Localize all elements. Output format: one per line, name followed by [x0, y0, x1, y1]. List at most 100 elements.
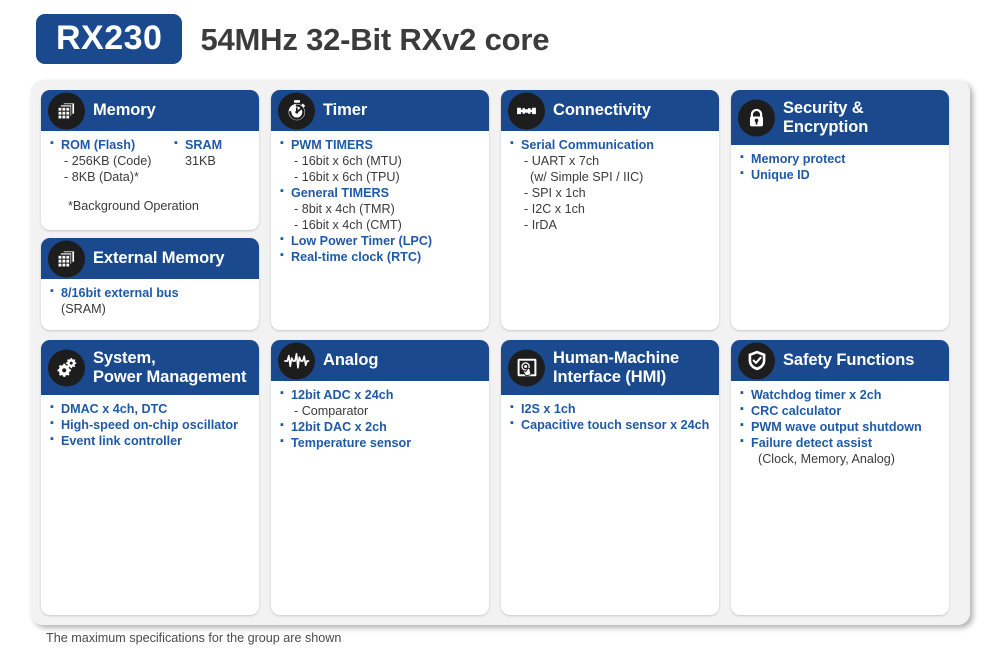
card-body-safety-functions: Watchdog timer x 2ch CRC calculator PWM … [731, 381, 949, 476]
memory-column-sram: SRAM 31KB [174, 137, 222, 186]
card-header-external-memory: External Memory [41, 238, 259, 279]
list-item: Temperature sensor [280, 435, 480, 452]
card-memory[interactable]: Memory ROM (Flash) - 256KB (Code) - 8KB … [41, 90, 259, 230]
list-item: - 16bit x 4ch (CMT) [294, 217, 402, 232]
memory-footnote: *Background Operation [68, 198, 199, 213]
external-memory-list: 8/16bit external bus (SRAM) [50, 285, 250, 318]
list-item: - 8bit x 4ch (TMR) [294, 201, 395, 216]
card-header-connectivity: Connectivity [501, 90, 719, 131]
security-list: Memory protect Unique ID [740, 151, 940, 184]
card-body-memory: ROM (Flash) - 256KB (Code) - 8KB (Data)*… [41, 131, 259, 223]
card-title-system-power-management: System,Power Management [93, 345, 252, 390]
memory-column-rom: ROM (Flash) - 256KB (Code) - 8KB (Data)* [50, 137, 168, 186]
card-analog[interactable]: Analog 12bit ADC x 24ch - Comparator 12b… [271, 340, 489, 615]
list-item: 12bit ADC x 24ch [280, 387, 480, 404]
list-item: - UART x 7ch [524, 153, 600, 168]
card-body-external-memory: 8/16bit external bus (SRAM) [41, 279, 259, 326]
stopwatch-icon [278, 92, 315, 129]
list-item: - 16bit x 6ch (MTU) [294, 153, 402, 168]
card-title-connectivity: Connectivity [553, 101, 651, 120]
title-line-2: Encryption [783, 117, 869, 136]
card-header-security-encryption: Security &Encryption [731, 90, 949, 145]
title-line-1: System, [93, 348, 156, 367]
list-item: ROM (Flash) [50, 137, 168, 154]
list-item: - SPI x 1ch [524, 185, 586, 200]
list-item: Memory protect [740, 151, 940, 168]
list-item: Capacitive touch sensor x 24ch [510, 417, 710, 434]
card-title-external-memory: External Memory [93, 249, 225, 268]
list-item: (SRAM) [61, 301, 106, 316]
card-system-power-management[interactable]: System,Power Management DMAC x 4ch, DTC … [41, 340, 259, 615]
page-title: 54MHz 32-Bit RXv2 core [200, 21, 550, 57]
list-item: - I2C x 1ch [524, 201, 585, 216]
list-item: 31KB [185, 153, 216, 168]
list-item: Unique ID [740, 167, 940, 184]
list-item: Low Power Timer (LPC) [280, 233, 480, 250]
spacer [50, 186, 250, 199]
list-item: CRC calculator [740, 403, 940, 420]
footer-note: The maximum specifications for the group… [46, 631, 342, 645]
card-external-memory[interactable]: External Memory 8/16bit external bus (SR… [41, 238, 259, 330]
list-item: PWM TIMERS [280, 137, 480, 154]
card-header-memory: Memory [41, 90, 259, 131]
card-timer[interactable]: Timer PWM TIMERS - 16bit x 6ch (MTU) - 1… [271, 90, 489, 330]
list-item: Serial Communication [510, 137, 710, 154]
list-item: General TIMERS [280, 185, 480, 202]
title-line-2: Power Management [93, 367, 247, 386]
card-security-encryption[interactable]: Security &Encryption Memory protect Uniq… [731, 90, 949, 330]
list-item: Real-time clock (RTC) [280, 249, 480, 266]
list-item: - 8KB (Data)* [64, 169, 139, 184]
card-body-analog: 12bit ADC x 24ch - Comparator 12bit DAC … [271, 381, 489, 460]
list-item: I2S x 1ch [510, 401, 710, 418]
card-connectivity[interactable]: Connectivity Serial Communication - UART… [501, 90, 719, 330]
card-body-system-power-management: DMAC x 4ch, DTC High-speed on-chip oscil… [41, 395, 259, 458]
analog-list: 12bit ADC x 24ch - Comparator 12bit DAC … [280, 387, 480, 452]
memory-footnote-list: *Background Operation [50, 186, 250, 215]
safety-list: Watchdog timer x 2ch CRC calculator PWM … [740, 387, 940, 468]
list-item: Event link controller [50, 433, 250, 450]
card-title-timer: Timer [323, 101, 368, 120]
list-item: 8/16bit external bus [50, 285, 250, 302]
card-safety-functions[interactable]: Safety Functions Watchdog timer x 2ch CR… [731, 340, 949, 615]
touchscreen-icon [508, 349, 545, 386]
shield-check-icon [738, 342, 775, 379]
timer-list: PWM TIMERS - 16bit x 6ch (MTU) - 16bit x… [280, 137, 480, 266]
memory-chip-icon [48, 92, 85, 129]
feature-board: Memory ROM (Flash) - 256KB (Code) - 8KB … [31, 80, 970, 625]
waveform-icon [278, 342, 315, 379]
card-header-safety-functions: Safety Functions [731, 340, 949, 381]
list-item: (Clock, Memory, Analog) [758, 451, 895, 466]
memory-chip-icon [48, 240, 85, 277]
card-body-security-encryption: Memory protect Unique ID [731, 145, 949, 192]
title-line-1: Human-Machine [553, 348, 680, 367]
card-title-safety-functions: Safety Functions [783, 351, 915, 370]
system-list: DMAC x 4ch, DTC High-speed on-chip oscil… [50, 401, 250, 450]
list-item: DMAC x 4ch, DTC [50, 401, 250, 418]
lock-icon [738, 99, 775, 136]
plug-connector-icon [508, 92, 545, 129]
list-item: PWM wave output shutdown [740, 419, 940, 436]
list-item: Watchdog timer x 2ch [740, 387, 940, 404]
card-header-timer: Timer [271, 90, 489, 131]
list-item: 12bit DAC x 2ch [280, 419, 480, 436]
card-header-system-power-management: System,Power Management [41, 340, 259, 395]
list-item: - Comparator [294, 403, 369, 418]
card-title-analog: Analog [323, 351, 379, 370]
list-item: (w/ Simple SPI / IIC) [530, 169, 644, 184]
list-item: - 16bit x 6ch (TPU) [294, 169, 400, 184]
title-line-2: Interface (HMI) [553, 367, 667, 386]
hmi-list: I2S x 1ch Capacitive touch sensor x 24ch [510, 401, 710, 434]
list-item: - 256KB (Code) [64, 153, 152, 168]
gears-icon [48, 349, 85, 386]
list-item: - IrDA [524, 217, 557, 232]
card-body-connectivity: Serial Communication - UART x 7ch (w/ Si… [501, 131, 719, 242]
card-body-human-machine-interface: I2S x 1ch Capacitive touch sensor x 24ch [501, 395, 719, 442]
connectivity-list: Serial Communication - UART x 7ch (w/ Si… [510, 137, 710, 234]
list-item: High-speed on-chip oscillator [50, 417, 250, 434]
chip-name-badge: RX230 [36, 14, 183, 64]
list-item: SRAM [174, 137, 222, 154]
